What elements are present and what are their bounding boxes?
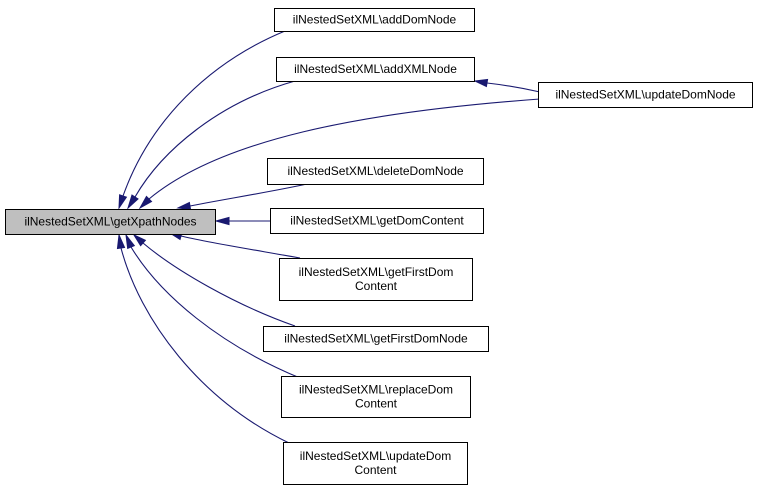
- edge-getFirstDomContent-to-getXpathNodes: [168, 232, 301, 259]
- edge-line: [130, 246, 301, 379]
- node-label: Content: [355, 397, 398, 411]
- edge-deleteDomNode-to-getXpathNodes: [176, 183, 308, 211]
- node-label: ilNestedSetXML\getFirstDom: [299, 265, 454, 279]
- node-label: ilNestedSetXML\updateDomNode: [555, 88, 735, 102]
- edge-line: [486, 82, 541, 93]
- nodes-layer: ilNestedSetXML\getXpathNodes ilNestedSetX…: [5, 8, 753, 485]
- node-box: [5, 209, 216, 235]
- node-getDomContent[interactable]: ilNestedSetXML\getDomContent: [270, 208, 484, 234]
- node-label: ilNestedSetXML\updateDom: [300, 449, 451, 463]
- edge-addXMLNode-to-getXpathNodes: [126, 80, 296, 210]
- edge-line: [122, 30, 286, 197]
- node-label: ilNestedSetXML\addDomNode: [293, 13, 457, 27]
- node-box: [538, 82, 753, 108]
- node-box: [267, 158, 484, 185]
- edges-layer: [116, 30, 541, 444]
- node-box: [283, 442, 468, 485]
- arrowhead-icon: [126, 194, 139, 210]
- edge-updateDomContent-to-getXpathNodes: [116, 233, 290, 444]
- edge-getDomContent-to-getXpathNodes: [214, 216, 270, 226]
- arrowhead-icon: [176, 201, 192, 211]
- node-getXpathNodes[interactable]: ilNestedSetXML\getXpathNodes: [5, 209, 216, 235]
- node-label: ilNestedSetXML\getXpathNodes: [24, 215, 196, 229]
- arrowhead-icon: [116, 233, 126, 250]
- edge-line: [134, 80, 296, 198]
- edge-line: [120, 247, 290, 444]
- node-box: [281, 376, 471, 418]
- arrowhead-icon: [214, 216, 230, 226]
- node-label: ilNestedSetXML\addXMLNode: [294, 62, 457, 76]
- node-box: [270, 208, 484, 234]
- edge-replaceDomContent-to-getXpathNodes: [125, 233, 301, 379]
- arrowhead-icon: [132, 233, 147, 247]
- arrowhead-icon: [138, 195, 153, 210]
- arrowhead-icon: [125, 233, 136, 250]
- node-box: [276, 57, 475, 82]
- edge-updateDomNode-to-addXMLNode: [473, 78, 541, 93]
- edge-getFirstDomNode-to-getXpathNodes: [132, 233, 296, 327]
- node-label: Content: [355, 279, 398, 293]
- node-label: ilNestedSetXML\replaceDom: [299, 383, 453, 397]
- arrowhead-icon: [118, 194, 128, 210]
- edge-line: [142, 242, 296, 327]
- node-label: ilNestedSetXML\getDomContent: [290, 214, 464, 228]
- node-deleteDomNode[interactable]: ilNestedSetXML\deleteDomNode: [267, 158, 484, 185]
- node-getFirstDomNode[interactable]: ilNestedSetXML\getFirstDomNode: [263, 326, 489, 352]
- node-box: [279, 258, 473, 301]
- node-addDomNode[interactable]: ilNestedSetXML\addDomNode: [274, 8, 475, 32]
- edge-updateDomNode-to-getXpathNodes: [138, 98, 541, 210]
- node-box: [263, 326, 489, 352]
- arrowhead-icon: [473, 78, 489, 88]
- node-label: ilNestedSetXML\getFirstDomNode: [284, 332, 468, 346]
- node-box: [274, 8, 475, 32]
- node-updateDomNode[interactable]: ilNestedSetXML\updateDomNode: [538, 82, 753, 108]
- node-label: ilNestedSetXML\deleteDomNode: [287, 164, 463, 178]
- edge-line: [189, 183, 308, 207]
- node-addXMLNode[interactable]: ilNestedSetXML\addXMLNode: [276, 57, 475, 82]
- edge-line: [180, 235, 301, 259]
- node-label: Content: [354, 463, 397, 477]
- edge-addDomNode-to-getXpathNodes: [118, 30, 286, 210]
- edge-line: [148, 98, 541, 200]
